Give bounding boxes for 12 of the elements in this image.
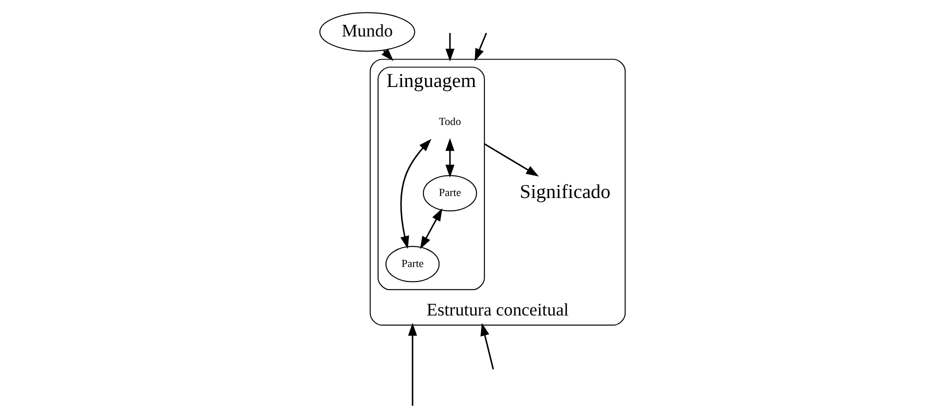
arrow (484, 143, 538, 176)
arrow (420, 208, 442, 250)
node-text: Todo (438, 116, 460, 128)
arrow (408, 322, 417, 406)
arrow (480, 322, 494, 370)
arrow (474, 32, 487, 62)
arrow (400, 138, 431, 249)
node-ellipse: Parte (422, 174, 477, 212)
arrow (444, 33, 454, 62)
node-text: Significado (519, 181, 610, 204)
node-ellipse: Parte (384, 246, 440, 282)
arrow (444, 138, 454, 178)
